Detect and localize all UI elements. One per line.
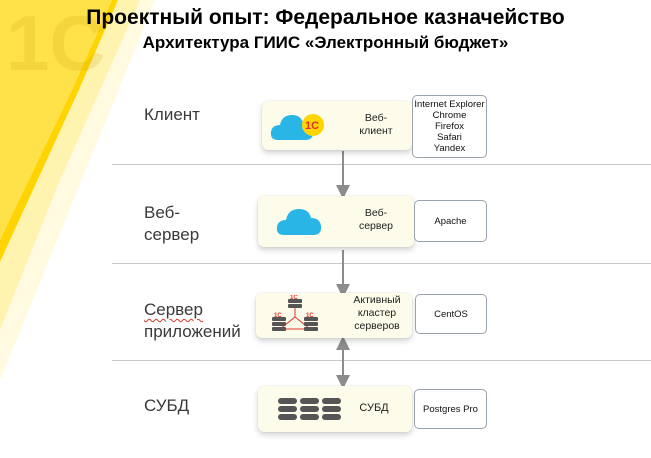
watermark-text: 1С: [6, 0, 106, 87]
layer-divider: [112, 164, 651, 165]
layer-label-client: Клиент: [144, 105, 200, 124]
layer-label-web-server: Веб- сервер: [144, 203, 200, 244]
svg-text:1С: 1С: [305, 120, 319, 132]
database-icon: [278, 398, 341, 420]
tech-box-postgres-pro: Postgres Pro: [414, 389, 487, 429]
tech-box-centos: CentOS: [415, 294, 487, 334]
database-cylinder: [300, 398, 319, 420]
component-label-app-cluster: Активный кластер серверов: [353, 294, 401, 332]
component-label-dbms: СУБД: [359, 402, 389, 414]
cloud-1c-icon: 1С: [270, 114, 324, 140]
component-label-web-server: Веб- сервер: [358, 207, 394, 232]
page-subtitle: Архитектура ГИИС «Электронный бюджет»: [142, 33, 509, 52]
server-node-top: [288, 299, 302, 308]
layer-divider: [112, 360, 651, 361]
cloud-icon: [276, 209, 322, 235]
server-cluster-icon: 1С 1С 1С: [272, 295, 318, 331]
svg-text:1С: 1С: [306, 313, 314, 319]
layer-label-dbms: СУБД: [144, 396, 190, 415]
svg-text:1С: 1С: [290, 295, 298, 301]
tech-box-apache: Apache: [414, 200, 487, 242]
database-cylinder: [278, 398, 297, 420]
server-node-right: [304, 317, 318, 331]
component-label-web-client: Веб- клиент: [359, 112, 393, 137]
tech-box-browsers: Internet Explorer Chrome Firefox Safari …: [412, 95, 487, 158]
page-title: Проектный опыт: Федеральное казначейство: [86, 6, 565, 29]
watermark-1c-logo: 1С: [6, 0, 106, 87]
server-node-left: [272, 317, 286, 331]
database-cylinder: [322, 398, 341, 420]
layer-label-app-server: Сервер приложений: [144, 300, 241, 341]
svg-text:1С: 1С: [274, 313, 282, 319]
layer-divider: [112, 263, 651, 264]
